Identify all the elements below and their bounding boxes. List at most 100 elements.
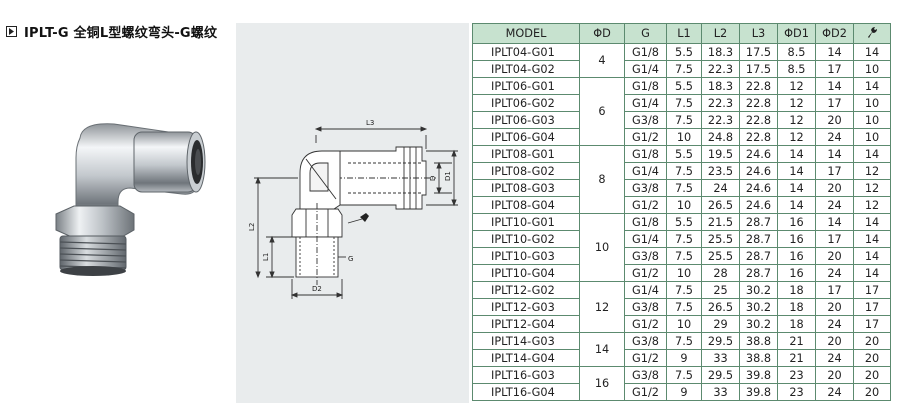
cell-g: G1/8 bbox=[624, 213, 667, 231]
cell-g: G1/4 bbox=[624, 281, 667, 299]
cell-l1: 5.5 bbox=[666, 213, 702, 231]
cell-od2: 24 bbox=[815, 264, 854, 282]
cell-od2: 20 bbox=[815, 179, 854, 197]
cell-l2: 29 bbox=[701, 315, 740, 333]
cell-l2: 24 bbox=[701, 179, 740, 197]
cell-wrench: 10 bbox=[853, 111, 891, 129]
dim-label-l2: L2 bbox=[248, 223, 256, 231]
cell-od1: 21 bbox=[777, 332, 816, 350]
cell-od2: 14 bbox=[815, 43, 854, 61]
cell-od2: 20 bbox=[815, 298, 854, 316]
cell-l2: 29.5 bbox=[701, 366, 740, 384]
section-title: IPLT-G 全铜L型螺纹弯头-G螺纹 bbox=[6, 22, 217, 41]
cell-l3: 38.8 bbox=[739, 332, 778, 350]
cell-model: IPLT04-G01 bbox=[472, 43, 580, 61]
cell-l2: 28 bbox=[701, 264, 740, 282]
cell-model: IPLT10-G03 bbox=[472, 247, 580, 265]
cell-od: 8 bbox=[579, 145, 625, 214]
cell-od1: 23 bbox=[777, 366, 816, 384]
cell-g: G3/8 bbox=[624, 179, 667, 197]
cell-l2: 29.5 bbox=[701, 332, 740, 350]
cell-l3: 28.7 bbox=[739, 264, 778, 282]
cell-l3: 38.8 bbox=[739, 349, 778, 367]
cell-wrench: 17 bbox=[853, 281, 891, 299]
cell-od1: 18 bbox=[777, 281, 816, 299]
cell-od1: 18 bbox=[777, 298, 816, 316]
cell-od2: 20 bbox=[815, 332, 854, 350]
cell-l1: 7.5 bbox=[666, 162, 702, 180]
cell-l2: 22.3 bbox=[701, 60, 740, 78]
cell-g: G1/2 bbox=[624, 383, 667, 401]
cell-wrench: 20 bbox=[853, 332, 891, 350]
cell-od2: 24 bbox=[815, 315, 854, 333]
cell-l2: 26.5 bbox=[701, 196, 740, 214]
cell-od2: 17 bbox=[815, 94, 854, 112]
cell-l1: 10 bbox=[666, 315, 702, 333]
cell-l1: 7.5 bbox=[666, 332, 702, 350]
cell-wrench: 17 bbox=[853, 315, 891, 333]
cell-model: IPLT06-G03 bbox=[472, 111, 580, 129]
cell-model: IPLT12-G03 bbox=[472, 298, 580, 316]
cell-od1: 23 bbox=[777, 383, 816, 401]
header-od: ΦD bbox=[579, 23, 625, 44]
dim-label-d1: D1 bbox=[444, 171, 452, 181]
cell-wrench: 17 bbox=[853, 298, 891, 316]
cell-od: 12 bbox=[579, 281, 625, 333]
cell-l1: 5.5 bbox=[666, 145, 702, 163]
cell-l1: 9 bbox=[666, 383, 702, 401]
cell-od1: 21 bbox=[777, 349, 816, 367]
cell-od2: 24 bbox=[815, 349, 854, 367]
cell-od1: 16 bbox=[777, 264, 816, 282]
cell-od2: 20 bbox=[815, 247, 854, 265]
cell-od2: 20 bbox=[815, 366, 854, 384]
cell-od1: 14 bbox=[777, 179, 816, 197]
cell-l3: 28.7 bbox=[739, 230, 778, 248]
cell-l1: 5.5 bbox=[666, 43, 702, 61]
cell-wrench: 10 bbox=[853, 60, 891, 78]
cell-od1: 18 bbox=[777, 315, 816, 333]
cell-model: IPLT12-G02 bbox=[472, 281, 580, 299]
play-marker-icon bbox=[6, 25, 17, 37]
cell-l3: 22.8 bbox=[739, 94, 778, 112]
cell-od2: 14 bbox=[815, 213, 854, 231]
cell-l1: 10 bbox=[666, 196, 702, 214]
cell-l3: 24.6 bbox=[739, 162, 778, 180]
header-l3: L3 bbox=[739, 23, 778, 44]
cell-l3: 22.8 bbox=[739, 77, 778, 95]
header-wrench bbox=[853, 23, 891, 44]
dim-label-d2: D2 bbox=[312, 285, 322, 293]
cell-od1: 16 bbox=[777, 213, 816, 231]
cell-od: 14 bbox=[579, 332, 625, 367]
cell-g: G3/8 bbox=[624, 366, 667, 384]
cell-od: 10 bbox=[579, 213, 625, 282]
cell-wrench: 20 bbox=[853, 349, 891, 367]
cell-g: G3/8 bbox=[624, 247, 667, 265]
cell-od2: 14 bbox=[815, 145, 854, 163]
cell-wrench: 12 bbox=[853, 196, 891, 214]
cell-model: IPLT12-G04 bbox=[472, 315, 580, 333]
cell-l2: 24.8 bbox=[701, 128, 740, 146]
cell-od1: 14 bbox=[777, 196, 816, 214]
cell-od1: 8.5 bbox=[777, 60, 816, 78]
dim-label-l3: L3 bbox=[366, 119, 374, 127]
cell-l2: 33 bbox=[701, 349, 740, 367]
cell-l2: 19.5 bbox=[701, 145, 740, 163]
cell-l3: 30.2 bbox=[739, 298, 778, 316]
cell-od: 4 bbox=[579, 43, 625, 78]
cell-l3: 24.6 bbox=[739, 196, 778, 214]
dim-label-l1: L1 bbox=[262, 253, 270, 261]
cell-l3: 28.7 bbox=[739, 247, 778, 265]
cell-g: G1/4 bbox=[624, 60, 667, 78]
cell-model: IPLT08-G04 bbox=[472, 196, 580, 214]
cell-model: IPLT08-G03 bbox=[472, 179, 580, 197]
